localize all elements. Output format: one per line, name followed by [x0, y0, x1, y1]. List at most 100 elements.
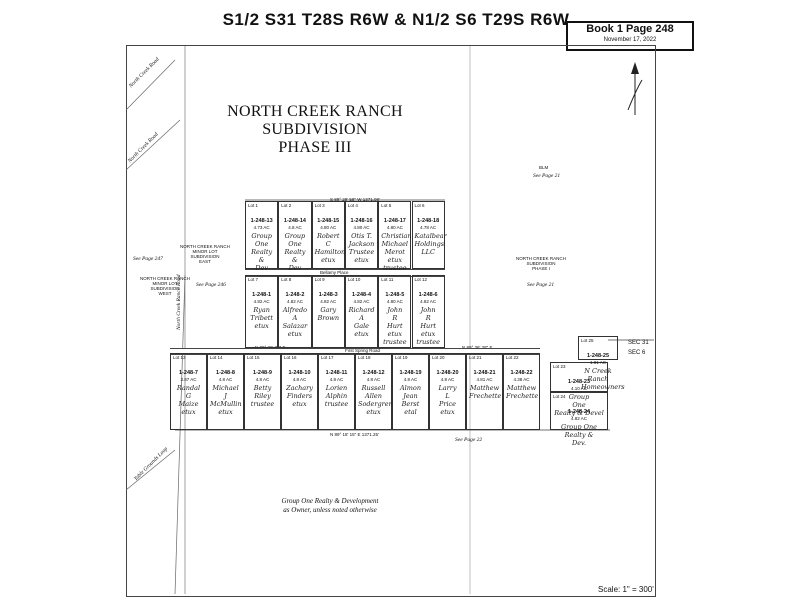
ncr-phase1-label: NORTH CREEK RANCH SUBDIVISION PHASE I — [516, 256, 566, 271]
lot-acreage: 4.8 AC — [255, 377, 270, 382]
lot-owner: Katalbear Holdings LLC — [414, 232, 447, 256]
lot-number: Lot 23 — [553, 364, 566, 369]
parcel-id: 1-248-9 — [253, 370, 272, 376]
lot-acreage: 4.78 AC — [420, 225, 437, 230]
parcel-id: 1-248-14 — [283, 218, 306, 224]
map-frame — [126, 45, 656, 597]
lot-acreage: 1.81 AC — [589, 360, 606, 365]
lot-number: Lot 13 — [173, 355, 186, 360]
parcel-id: 1-248-3 — [318, 292, 338, 298]
parcel-id: 1-248-10 — [288, 370, 311, 376]
parcel-id: 1-248-6 — [418, 292, 438, 298]
lot-acreage: 4.8 AC — [403, 377, 418, 382]
see-page-21-top: See Page 21 — [533, 173, 561, 179]
parcel-id: 1-248-5 — [385, 292, 405, 298]
scale-label: Scale: 1" = 300' — [598, 585, 654, 594]
book-page-date: November 17, 2022 — [603, 37, 657, 43]
lot-owner: Richard A Gale etux — [348, 306, 375, 338]
lot-acreage: 3.87 AC — [180, 377, 197, 382]
lot-owner: Group One Realty & Dev — [251, 232, 273, 272]
lot-number: Lot 10 — [347, 277, 361, 282]
lot-number: Lot 1 — [248, 203, 259, 208]
lot-owner: Gary Brown — [317, 306, 340, 322]
bellamy-place-label: Bellamy Place — [320, 270, 349, 275]
lot-acreage: 4.82 AC — [353, 299, 370, 304]
lot-number: Lot 21 — [469, 355, 482, 360]
lot-number: Lot 20 — [432, 355, 445, 360]
book-page-box: Book 1 Page 248 November 17, 2022 — [566, 21, 694, 51]
parcel-id: 1-248-23 — [567, 379, 591, 385]
lot-acreage: 4.8 AC — [218, 377, 233, 382]
lot-owner: Michael J McMullin etux — [210, 384, 242, 416]
lot-number: Lot 2 — [281, 203, 292, 208]
bearing-top: S 89° 29' 58" W 1371.08' — [330, 197, 380, 202]
parcel-id: 1-248-20 — [436, 370, 459, 376]
lot-number: Lot 9 — [314, 277, 325, 282]
lot-acreage: 4.73 AC — [253, 225, 270, 230]
lot-acreage: 4.8 AC — [329, 377, 344, 382]
lot-acreage: 4.82 AC — [253, 299, 270, 304]
lot-owner: John R Hurt etux trustee — [383, 306, 407, 346]
book-page-title: Book 1 Page 248 — [586, 23, 674, 35]
map-title-line2: SUBDIVISION — [262, 121, 368, 138]
parcel-id: 1-248-21 — [473, 370, 496, 376]
lot-acreage: 4.82 AC — [420, 299, 437, 304]
map-title-line3: PHASE III — [278, 139, 352, 156]
lot-number: Lot 7 — [248, 277, 259, 282]
ncr-minor-west-label: NORTH CREEK RANCH MINOR LOT SUBDIVISION … — [140, 276, 190, 296]
lot-number: Lot 15 — [247, 355, 260, 360]
lot-owner: Robert C Hamilton etux — [314, 232, 346, 264]
lot-owner: Russell Allen Sodergren etux — [358, 384, 393, 416]
page-header: S1/2 S31 T28S R6W & N1/2 S6 T29S R6W — [222, 10, 570, 29]
lot-number: Lot 19 — [395, 355, 408, 360]
lot-acreage: 4.10 AC — [570, 386, 587, 391]
parcel-id: 1-248-16 — [350, 218, 373, 224]
lot-owner: Group One Realty & Dev — [284, 232, 306, 272]
lot-acreage: 4.80 AC — [386, 299, 403, 304]
lot-owner: Randal G Maize etux — [176, 384, 201, 416]
lot-acreage: 4.80 AC — [353, 225, 370, 230]
lot-number: Lot 17 — [321, 355, 334, 360]
see-page-21-bottom: See Page 21 — [527, 282, 555, 288]
see-page-246: See Page 246 — [196, 282, 226, 288]
lot-owner: Otis T. Jackson Trustee etux — [348, 232, 375, 264]
lot-owner: Matthew Frechette — [469, 384, 502, 400]
parcel-id: 1-248-11 — [325, 370, 348, 376]
lot-owner: Group One Realty & Devel — [554, 393, 604, 417]
parcel-id: 1-248-8 — [216, 370, 235, 376]
lot-number: Lot 16 — [284, 355, 297, 360]
lot-acreage: 4.82 AC — [320, 299, 337, 304]
lot-number: Lot 12 — [414, 277, 428, 282]
lot-owner: Matthew Frechette — [506, 384, 539, 400]
parcel-id: 1-248-25 — [586, 353, 610, 359]
blm-label: BLM — [539, 165, 549, 170]
north-arrow-icon — [627, 62, 643, 115]
bearing-bottom: N 89° 18' 15" E 1371.25' — [330, 432, 379, 437]
lot-owner: Almon Jean Berst etal — [399, 384, 422, 416]
lot-owner: Lorien Alphin trustee — [324, 384, 349, 408]
owner-note: Group One Realty & Development as Owner,… — [200, 497, 460, 515]
bearing-mid-right: N 89° 36' 28" E — [462, 345, 493, 350]
parcel-id: 1-248-12 — [362, 370, 385, 376]
parcel-id: 1-248-13 — [250, 218, 273, 224]
map-title-line1: NORTH CREEK RANCH — [227, 103, 403, 120]
lot-owner: Alfredo A Salazar etux — [282, 306, 308, 338]
lot-number: Lot 25 — [581, 338, 594, 343]
